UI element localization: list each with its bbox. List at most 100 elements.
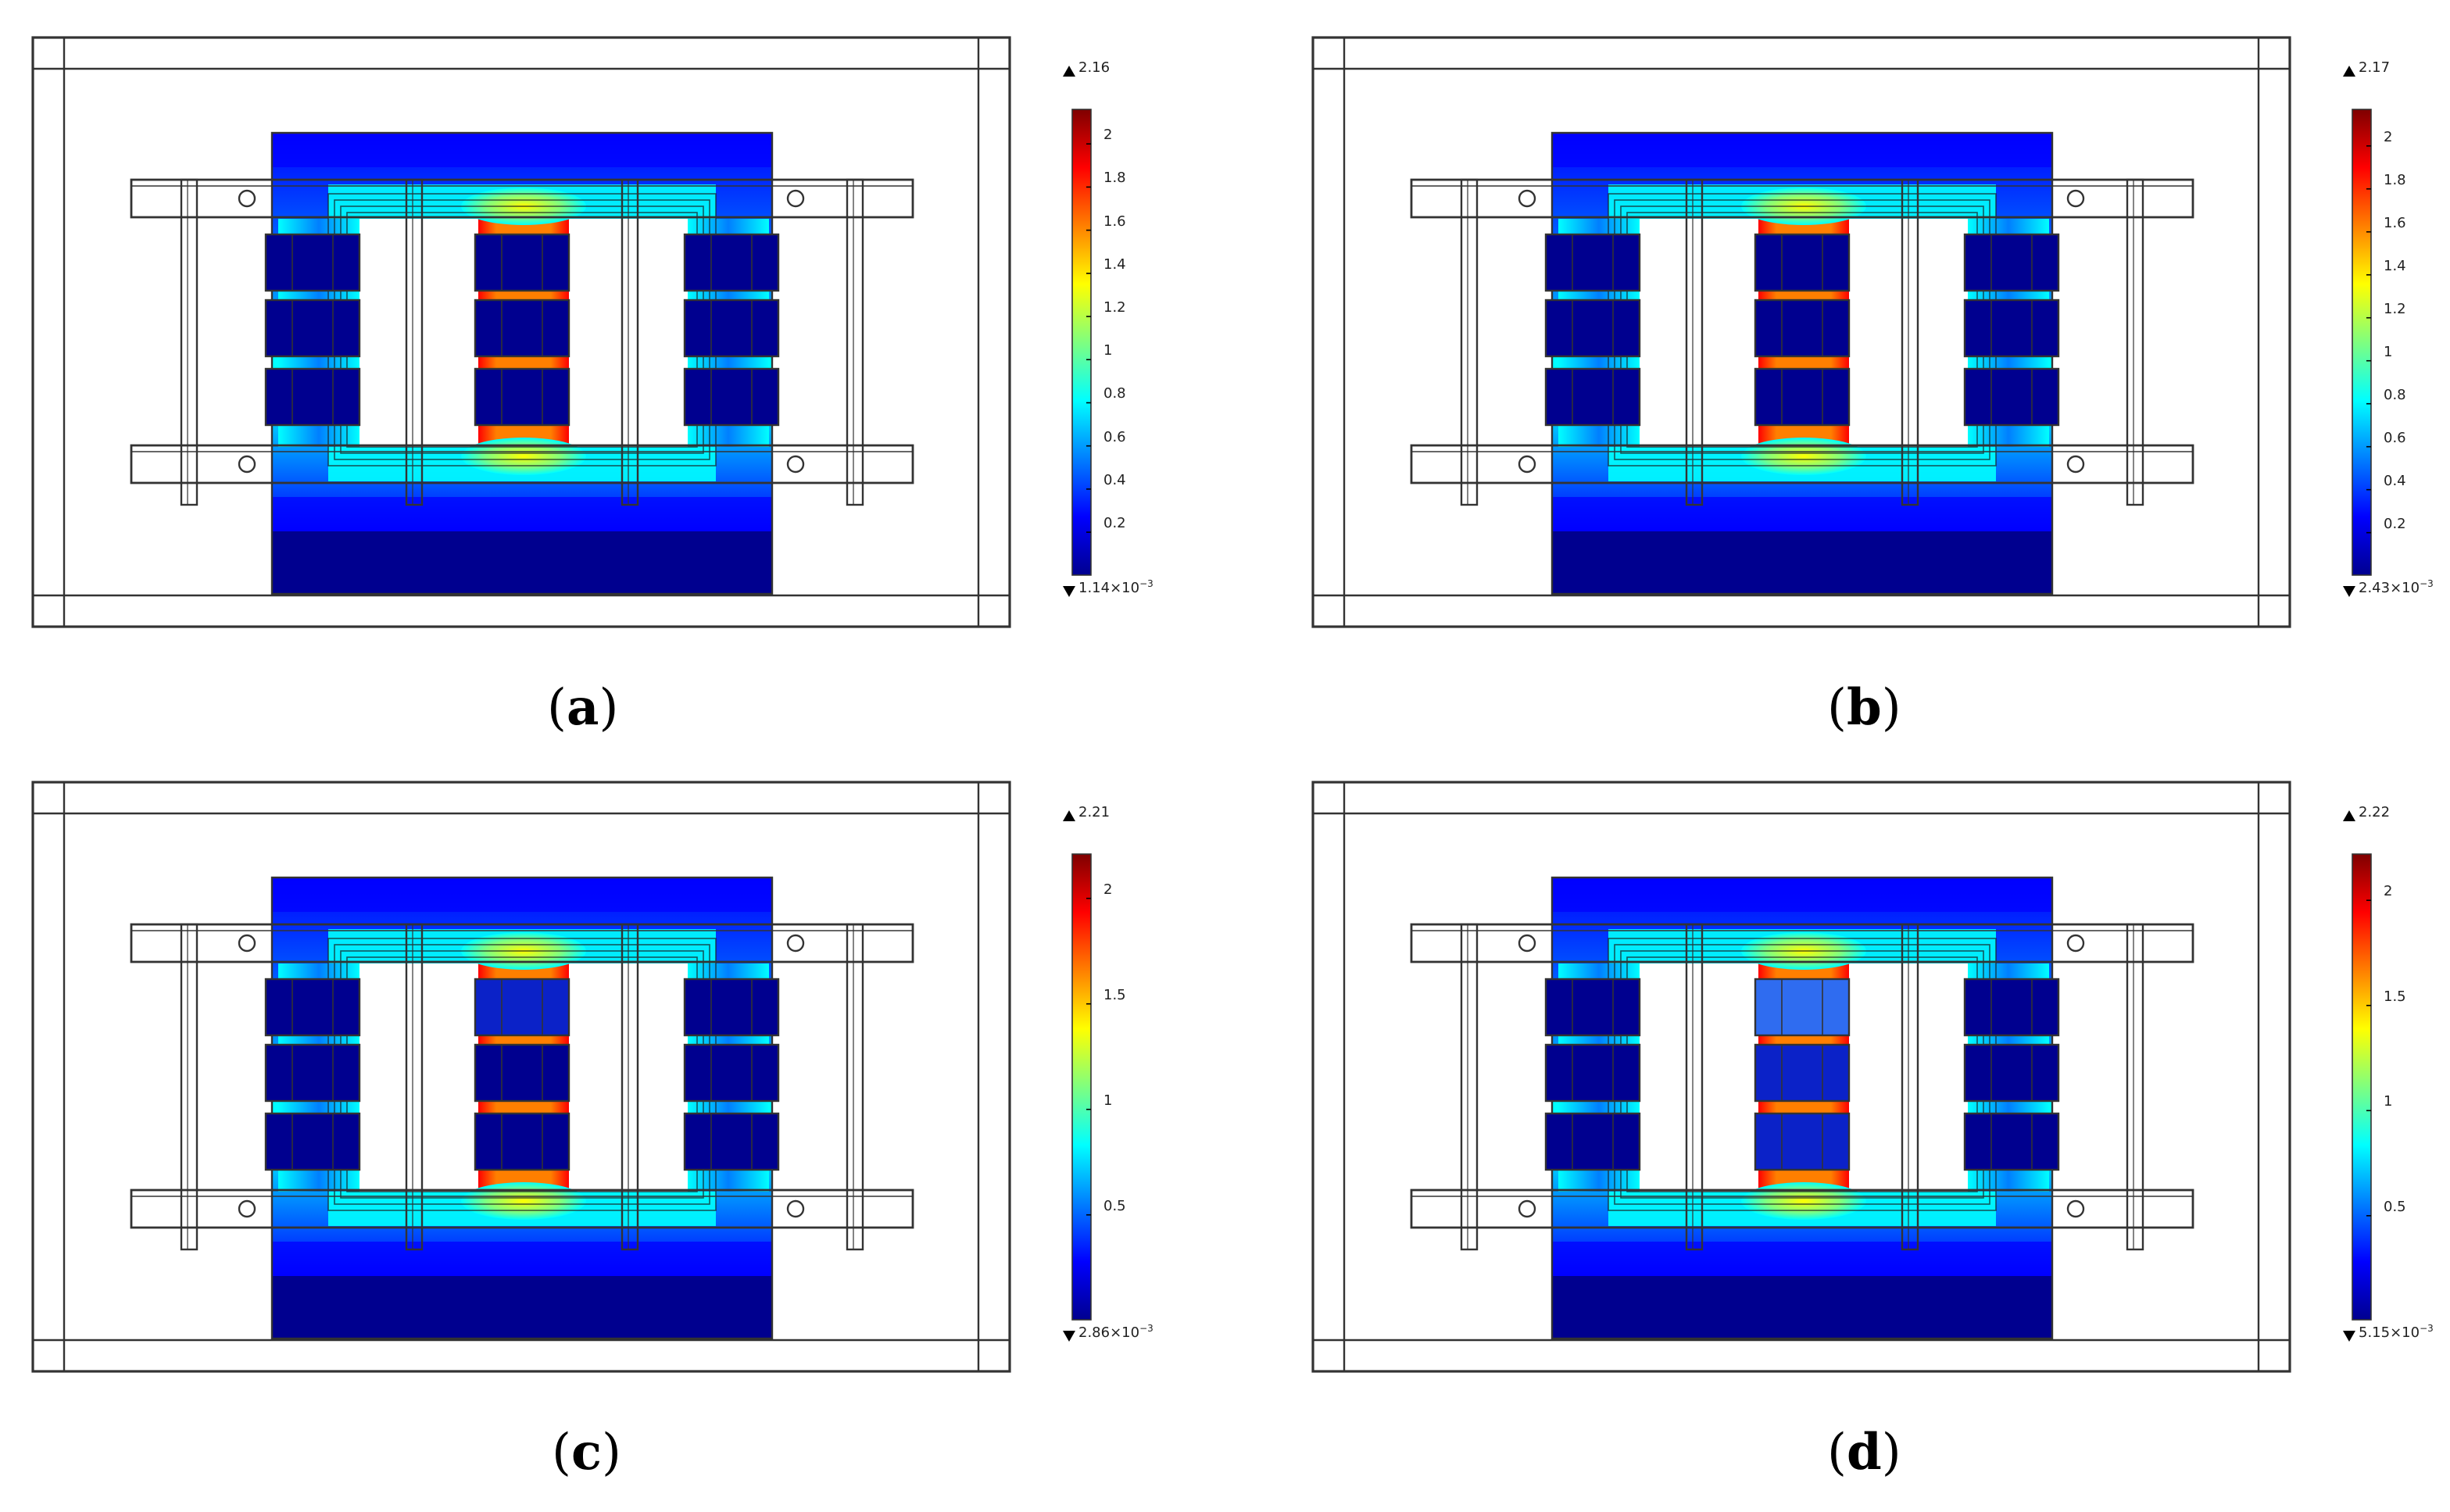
winding-coil — [1544, 978, 1641, 1037]
clamp-bar — [1410, 923, 2194, 963]
outer-frame — [31, 36, 1011, 628]
clamp-bar — [130, 444, 914, 484]
winding-coil — [683, 233, 780, 292]
caption-b: (b) — [1827, 678, 1901, 737]
tie-rod — [1460, 178, 1479, 506]
clamp-bar — [130, 178, 914, 219]
bolt-hole — [2066, 934, 2085, 953]
colorbar-tick-label: 1 — [2384, 343, 2393, 360]
clamp-bar — [1410, 1189, 2194, 1229]
winding-coil — [1754, 233, 1851, 292]
winding-coil — [1544, 1112, 1641, 1171]
max-arrow-icon — [2343, 66, 2355, 77]
winding-coil — [264, 1112, 361, 1171]
transformer-core — [270, 876, 774, 1340]
transformer-core — [270, 131, 774, 595]
colorbar-tick-label: 2 — [1103, 127, 1113, 144]
winding-coil — [1963, 298, 2060, 358]
colorbar-tick-label: 1.2 — [2384, 300, 2406, 317]
min-arrow-icon — [2343, 586, 2355, 597]
tie-rod — [405, 178, 424, 506]
colorbar — [1063, 810, 1092, 1342]
winding-coil — [1754, 298, 1851, 358]
colorbar-tick-label: 1 — [2384, 1093, 2393, 1110]
colorbar-tick-label: 0.6 — [2384, 429, 2406, 446]
transformer-plot-b — [1311, 36, 2372, 628]
winding-coil — [474, 1112, 570, 1171]
colorbar-tick-label: 1.6 — [1103, 213, 1126, 230]
colorbar-min-label: 2.86×10−3 — [1078, 1323, 1153, 1341]
colorbar-max-label: 2.21 — [1078, 804, 1111, 820]
winding-coil — [474, 233, 570, 292]
bolt-hole — [1518, 1199, 1536, 1218]
core-base — [1552, 531, 2052, 594]
max-arrow-icon — [1063, 66, 1075, 77]
colorbar-tick-label: 0.6 — [1103, 428, 1126, 445]
colorbar-tick-label: 0.4 — [1103, 471, 1126, 488]
winding-coil — [683, 978, 780, 1037]
caption-c: (c) — [552, 1423, 621, 1482]
transformer-plot-a — [31, 36, 1092, 628]
min-arrow-icon — [1063, 1331, 1075, 1342]
colorbar-tick-label: 0.8 — [1103, 385, 1126, 402]
clamp-bar — [130, 923, 914, 963]
winding-coil — [1754, 367, 1851, 427]
winding-coil — [683, 298, 780, 358]
colorbar-tick-label: 1 — [1103, 342, 1113, 359]
max-arrow-icon — [1063, 810, 1075, 821]
winding-coil — [1963, 978, 2060, 1037]
transformer-core — [1550, 131, 2054, 595]
colorbar-tick-label: 2 — [2384, 883, 2393, 900]
winding-coil — [1963, 1043, 2060, 1103]
tie-rod — [1901, 923, 1919, 1251]
colorbar-tick-label: 1.6 — [2384, 214, 2406, 231]
bolt-hole — [2066, 455, 2085, 474]
tie-rod — [2126, 178, 2144, 506]
bolt-hole — [238, 189, 256, 208]
bolt-hole — [2066, 189, 2085, 208]
winding-coil — [683, 367, 780, 427]
winding-coil — [264, 233, 361, 292]
winding-coil — [474, 978, 570, 1037]
winding-coil — [474, 367, 570, 427]
transformer-core — [1550, 876, 2054, 1340]
colorbar-min-label: 2.43×10−3 — [2359, 578, 2434, 596]
bolt-hole — [786, 455, 805, 474]
bolt-hole — [1518, 934, 1536, 953]
winding-coil — [1544, 298, 1641, 358]
colorbar-tick-label: 1.4 — [2384, 257, 2406, 274]
colorbar-tick-label: 0.4 — [2384, 472, 2406, 489]
bolt-hole — [786, 189, 805, 208]
bolt-hole — [786, 934, 805, 953]
colorbar-min-label: 5.15×10−3 — [2359, 1323, 2434, 1341]
tie-rod — [621, 178, 639, 506]
outer-frame — [31, 781, 1011, 1373]
colorbar-max-label: 2.16 — [1078, 59, 1111, 76]
caption-a: (a) — [547, 678, 619, 737]
colorbar-tick-label: 1 — [1103, 1092, 1113, 1109]
colorbar-tick-label: 1.8 — [2384, 171, 2406, 188]
core-base — [1552, 1276, 2052, 1339]
winding-coil — [1544, 1043, 1641, 1103]
winding-coil — [1963, 233, 2060, 292]
winding-coil — [1544, 367, 1641, 427]
colorbar-tick-label: 1.5 — [1103, 986, 1126, 1003]
core-base — [272, 1276, 772, 1339]
outer-frame — [1311, 36, 2291, 628]
colorbar — [2343, 810, 2372, 1342]
tie-rod — [1460, 923, 1479, 1251]
colorbar-tick-label: 1.4 — [1103, 256, 1126, 273]
tie-rod — [1685, 178, 1704, 506]
winding-coil — [474, 1043, 570, 1103]
tie-rod — [180, 178, 199, 506]
caption-d: (d) — [1827, 1423, 1901, 1482]
colorbar-tick-label: 2 — [1103, 881, 1113, 898]
colorbar-tick-label: 0.2 — [2384, 515, 2406, 532]
min-arrow-icon — [1063, 586, 1075, 597]
winding-coil — [683, 1043, 780, 1103]
tie-rod — [846, 178, 864, 506]
winding-coil — [264, 367, 361, 427]
tie-rod — [846, 923, 864, 1251]
